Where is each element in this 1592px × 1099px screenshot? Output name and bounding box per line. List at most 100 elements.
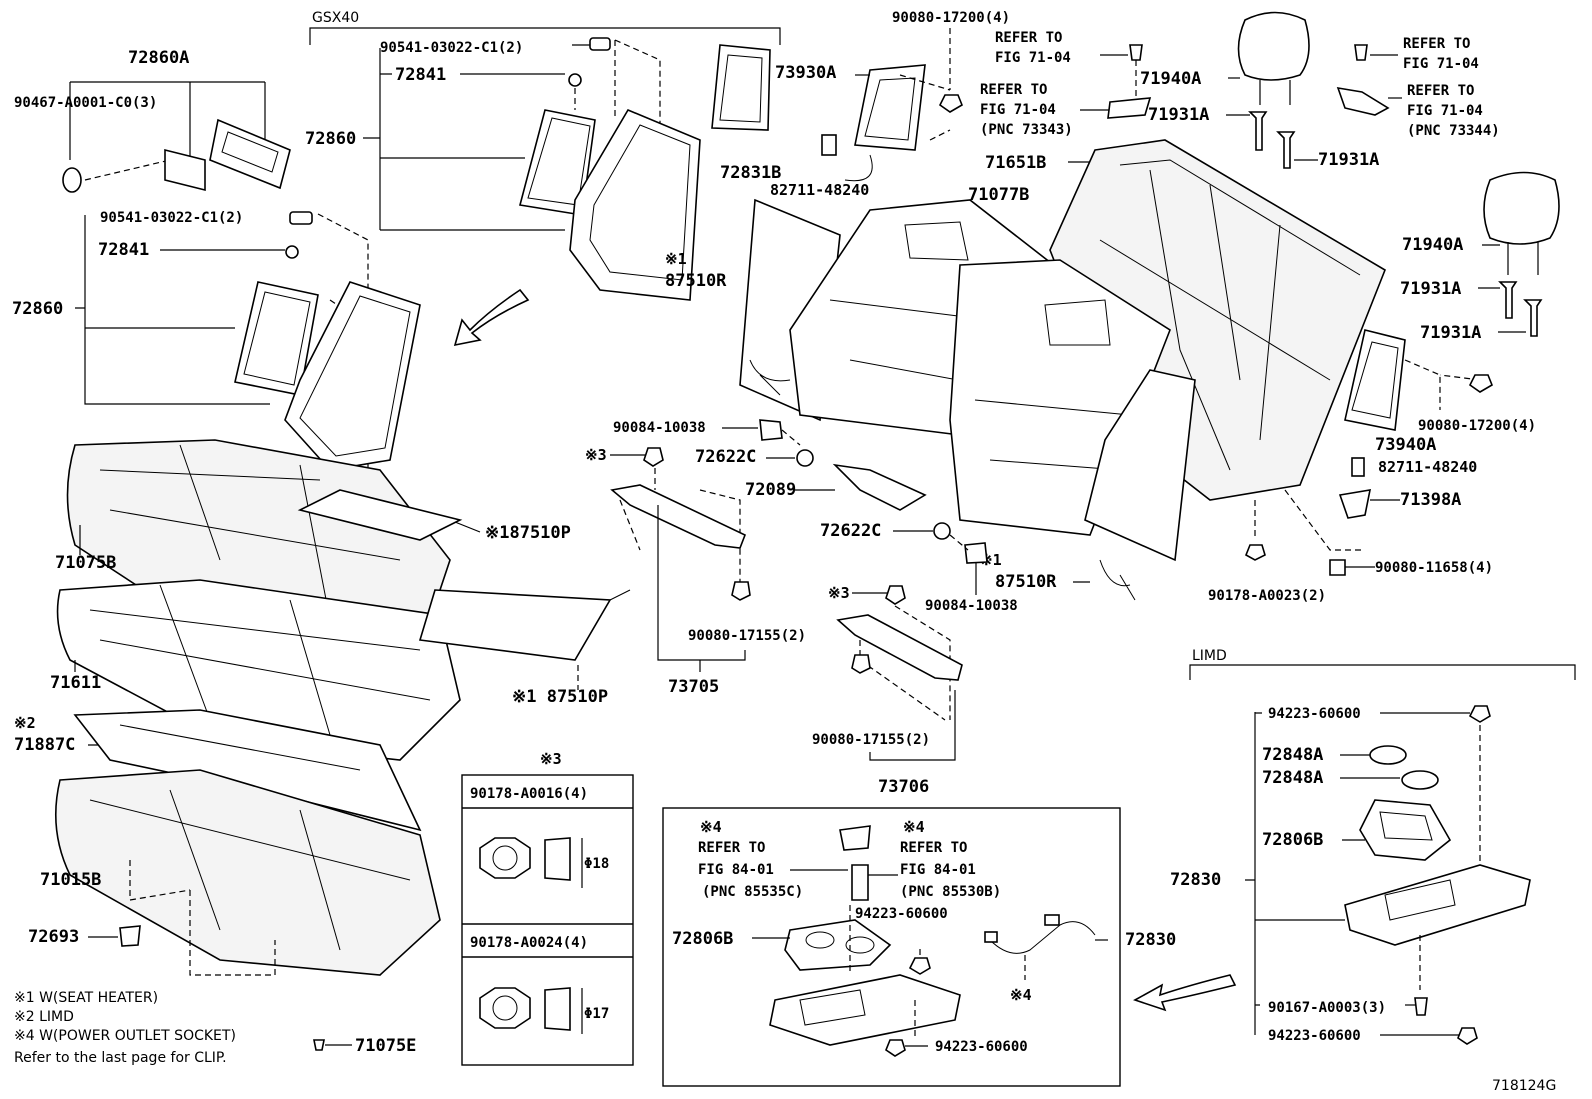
screw-90541-top bbox=[589, 37, 611, 51]
part-90084-top: 90084-10038 bbox=[613, 420, 706, 436]
ref2-line3: (PNC 73343) bbox=[980, 122, 1073, 138]
hinge-73706 bbox=[836, 614, 963, 681]
inset-94223-a: 94223-60600 bbox=[855, 906, 948, 922]
part-71931a-1: 71931A bbox=[1148, 105, 1209, 125]
outlet-inset-box bbox=[662, 807, 1121, 1087]
part-90080-11658: 90080-11658(4) bbox=[1375, 560, 1493, 576]
seat-cushion-71611 bbox=[56, 579, 461, 761]
ref4-line1: REFER TO bbox=[1407, 83, 1474, 99]
nut-90178-a0016 bbox=[479, 837, 531, 879]
limd-label: LIMD bbox=[1192, 648, 1227, 664]
part-82711-top: 82711-48240 bbox=[770, 181, 869, 199]
bracket-72860a bbox=[209, 118, 291, 190]
limd-72848a-2: 72848A bbox=[1262, 768, 1323, 788]
part-87510r-top: 87510R bbox=[665, 271, 727, 291]
part-71075e: 71075E bbox=[355, 1036, 416, 1056]
heater-pad-87510p-top bbox=[297, 489, 463, 541]
inset-ref-b2: FIG 84-01 bbox=[900, 862, 976, 878]
headrest-71940a-top bbox=[1237, 11, 1310, 81]
cupholder-72806b-limd bbox=[1359, 799, 1452, 861]
cap-72848a-1 bbox=[1369, 745, 1407, 765]
part-90084-bot: 90084-10038 bbox=[925, 598, 1018, 614]
part-71931a-2: 71931A bbox=[1318, 150, 1379, 170]
ref4-line2: FIG 71-04 bbox=[1407, 103, 1483, 119]
plate-part bbox=[164, 148, 206, 192]
part-90541-top: 90541-03022-C1(2) bbox=[380, 40, 523, 56]
part-73940a: 73940A bbox=[1375, 435, 1436, 455]
part-72693: 72693 bbox=[28, 927, 79, 947]
wire-harness-inset bbox=[989, 921, 1096, 954]
part-73705: 73705 bbox=[668, 677, 719, 697]
ref4-line3: (PNC 73344) bbox=[1407, 123, 1500, 139]
armrest-box-limd bbox=[1344, 864, 1531, 946]
inset-mark-b: ※4 bbox=[903, 818, 925, 836]
part-90541-mid: 90541-03022-C1(2) bbox=[100, 210, 243, 226]
guide-71931a-4 bbox=[1523, 299, 1543, 337]
gsx40-label: GSX40 bbox=[312, 10, 359, 26]
mark3-b: ※3 bbox=[828, 584, 850, 602]
part-90080-17200-right: 90080-17200(4) bbox=[1418, 418, 1536, 434]
limd-72806b: 72806B bbox=[1262, 830, 1323, 850]
part-90080-17155-b: 90080-17155(2) bbox=[812, 732, 930, 748]
ref2-line2: FIG 71-04 bbox=[980, 102, 1056, 118]
part-87510r-bot: 87510R bbox=[995, 572, 1057, 592]
bolt-90084-top bbox=[759, 419, 783, 441]
hinge-72089 bbox=[832, 463, 927, 511]
guide-71931a-2 bbox=[1276, 131, 1296, 169]
ref1-line2: FIG 71-04 bbox=[995, 50, 1071, 66]
module-73940a bbox=[1344, 329, 1406, 431]
inset-94223-b: 94223-60600 bbox=[935, 1039, 1028, 1055]
clip1-name: 90178-A0016(4) bbox=[470, 786, 588, 802]
part-90178-a0023: 90178-A0023(2) bbox=[1208, 588, 1326, 604]
part-72622c-top: 72622C bbox=[695, 447, 756, 467]
part-72831b: 72831B bbox=[720, 163, 781, 183]
inset-ref-a3: (PNC 85535C) bbox=[702, 884, 803, 900]
part-73706: 73706 bbox=[878, 777, 929, 797]
part-71015b: 71015B bbox=[40, 870, 101, 890]
guide-71931a-1 bbox=[1248, 111, 1268, 151]
part-87510p-top: ※187510P bbox=[485, 523, 571, 543]
seat-pad-71887c bbox=[73, 709, 422, 832]
part-71940a-right: 71940A bbox=[1402, 235, 1463, 255]
part-71075b: 71075B bbox=[55, 553, 116, 573]
part-90467: 90467-A0001-C0(3) bbox=[14, 95, 157, 111]
inset-mark-c: ※4 bbox=[1010, 986, 1032, 1004]
limd-72830: 72830 bbox=[1170, 870, 1221, 890]
connector-82711-top bbox=[821, 134, 837, 156]
clip-table bbox=[461, 774, 634, 1066]
note-power-outlet: ※4 W(POWER OUTLET SOCKET) bbox=[14, 1028, 236, 1044]
part-71931a-3: 71931A bbox=[1400, 279, 1461, 299]
outlet-cap bbox=[839, 825, 871, 851]
cap-72848a-2 bbox=[1401, 770, 1439, 790]
part-71077b: 71077B bbox=[968, 185, 1029, 205]
cupholder-72806b-inset bbox=[784, 919, 892, 971]
clip-fastener bbox=[62, 167, 82, 193]
part-82711-right: 82711-48240 bbox=[1378, 458, 1477, 476]
inset-ref-b3: (PNC 85530B) bbox=[900, 884, 1001, 900]
module-73930a bbox=[854, 64, 926, 151]
seat-frame-71015b bbox=[55, 769, 441, 976]
part-72841-top: 72841 bbox=[395, 65, 446, 85]
clip1-dim: Φ18 bbox=[584, 856, 609, 872]
part-71651b: 71651B bbox=[985, 153, 1046, 173]
inset-72806b: 72806B bbox=[672, 929, 733, 949]
hinge-73705 bbox=[610, 484, 747, 549]
part-72860-top: 72860 bbox=[305, 129, 356, 149]
part-71398a: 71398A bbox=[1400, 490, 1461, 510]
part-72089: 72089 bbox=[745, 480, 796, 500]
inset-ref-a2: FIG 84-01 bbox=[698, 862, 774, 878]
guide-71931a-3 bbox=[1498, 281, 1518, 319]
direction-arrow-limd bbox=[1133, 974, 1237, 1012]
ref3-line2: FIG 71-04 bbox=[1403, 56, 1479, 72]
limd-94223-bot: 94223-60600 bbox=[1268, 1028, 1361, 1044]
part-71931a-4: 71931A bbox=[1420, 323, 1481, 343]
part-71887c: 71887C bbox=[14, 735, 75, 755]
ref1-line1: REFER TO bbox=[995, 30, 1062, 46]
mark3-a: ※3 bbox=[585, 446, 607, 464]
note-limd: ※2 LIMD bbox=[14, 1009, 74, 1025]
direction-arrow-left bbox=[453, 288, 530, 347]
inset-ref-b1: REFER TO bbox=[900, 840, 967, 856]
ref2-line1: REFER TO bbox=[980, 82, 1047, 98]
clip2-name: 90178-A0024(4) bbox=[470, 935, 588, 951]
